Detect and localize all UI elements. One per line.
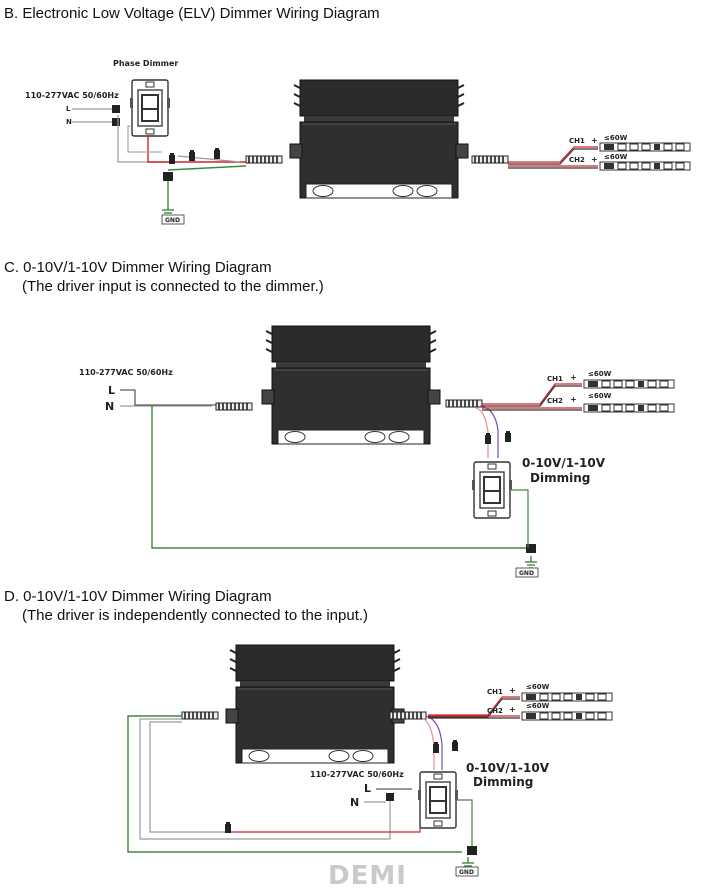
gnd-label-b: GND — [165, 217, 180, 224]
section-c-heading: C. 0-10V/1-10V Dimmer Wiring Diagram — [4, 259, 272, 276]
input-label-d: 110-277VAC 50/60Hz — [310, 770, 404, 779]
svg-text:+: + — [570, 395, 577, 404]
l-label-b: L — [66, 105, 71, 113]
dimming-label-d-line1: 0-10V/1-10V — [466, 761, 550, 775]
section-c-subheading: (The driver input is connected to the di… — [22, 278, 324, 295]
ch2-label-d: CH2 — [487, 707, 503, 715]
conduit-b-right — [471, 155, 509, 164]
l-label-d: L — [364, 782, 371, 795]
conduit-d-right — [389, 711, 427, 720]
conduit-d-left — [181, 711, 219, 720]
n-label-c: N — [105, 400, 114, 413]
input-label-b: 110-277VAC 50/60Hz — [25, 91, 119, 100]
watt2-label-b: ≤60W — [604, 153, 628, 161]
svg-text:+: + — [591, 155, 598, 164]
diagram-d: 110-277VAC 50/60Hz L N GND 0-10V/1-10V D… — [127, 644, 613, 877]
n-label-d: N — [350, 796, 359, 809]
gnd-label-d: GND — [459, 869, 474, 876]
led-strip-d-ch2 — [521, 711, 613, 721]
driver-box-b — [289, 79, 469, 199]
watt1-label-c: ≤60W — [588, 370, 612, 378]
driver-box-c — [261, 325, 441, 445]
svg-text:+: + — [591, 136, 598, 145]
section-d-heading: D. 0-10V/1-10V Dimmer Wiring Diagram — [4, 588, 272, 605]
dimming-label-c-line1: 0-10V/1-10V — [522, 456, 606, 470]
conduit-c-right — [445, 399, 483, 408]
0-10v-dimmer-c — [471, 461, 513, 519]
conduit-c-left — [215, 402, 253, 411]
ch2-label-b: CH2 — [569, 156, 585, 164]
0-10v-dimmer-d — [417, 771, 459, 829]
ch1-label-c: CH1 — [547, 375, 563, 383]
dimming-label-d-line2: Dimming — [473, 775, 533, 789]
diagram-c: 110-277VAC 50/60Hz L N GND 0-10V/1-10V D… — [79, 325, 675, 578]
conduit-b-left — [245, 155, 283, 164]
led-strip-b-ch2 — [599, 161, 691, 171]
watt1-label-d: ≤60W — [526, 683, 550, 691]
svg-text:+: + — [570, 373, 577, 382]
led-strip-b-ch1 — [599, 142, 691, 152]
section-b-heading: B. Electronic Low Voltage (ELV) Dimmer W… — [4, 5, 380, 22]
diagram-b: Phase Dimmer 110-277VAC 50/60Hz L N GND … — [25, 59, 691, 225]
led-strip-d-ch1 — [521, 692, 613, 702]
watermark: DEMI — [328, 861, 407, 888]
phase-dimmer — [129, 79, 171, 137]
driver-box-d — [225, 644, 405, 764]
l-label-c: L — [108, 384, 115, 397]
ch1-label-d: CH1 — [487, 688, 503, 696]
n-label-b: N — [66, 118, 72, 126]
watt1-label-b: ≤60W — [604, 134, 628, 142]
section-d-subheading: (The driver is independently connected t… — [22, 607, 369, 624]
svg-text:+: + — [509, 705, 516, 714]
dimming-label-c-line2: Dimming — [530, 471, 590, 485]
watt2-label-d: ≤60W — [526, 702, 550, 710]
input-label-c: 110-277VAC 50/60Hz — [79, 368, 173, 377]
watt2-label-c: ≤60W — [588, 392, 612, 400]
gnd-label-c: GND — [519, 570, 534, 577]
phase-dimmer-title: Phase Dimmer — [113, 59, 178, 68]
ch2-label-c: CH2 — [547, 397, 563, 405]
ch1-label-b: CH1 — [569, 137, 585, 145]
led-strip-c-ch2 — [583, 403, 675, 413]
led-strip-c-ch1 — [583, 379, 675, 389]
svg-text:+: + — [509, 686, 516, 695]
